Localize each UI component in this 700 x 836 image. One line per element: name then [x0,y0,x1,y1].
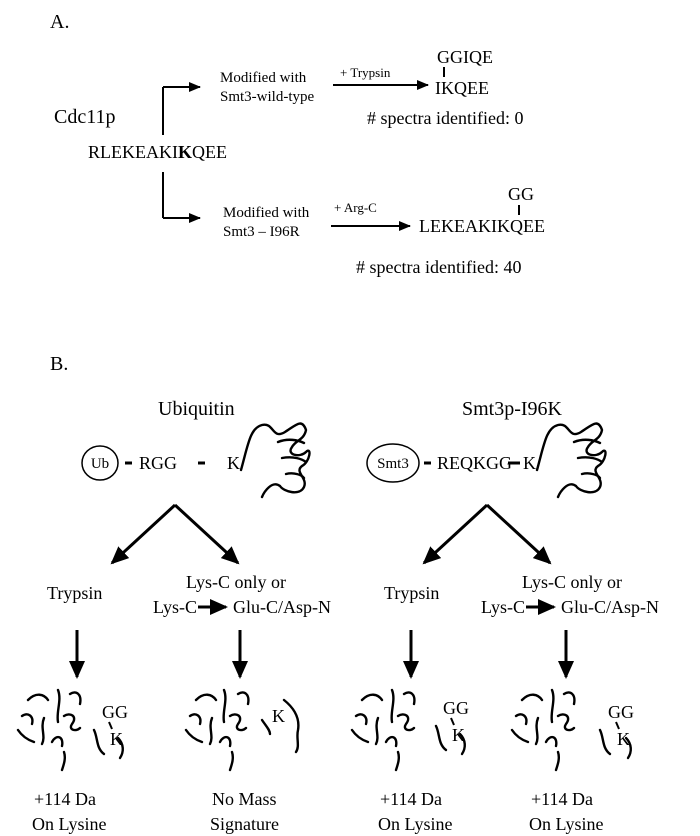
smt3-left-gg: GG [443,698,469,718]
panel-a: A. Cdc11p RLEKEAKIKQEE Modified with Smt… [50,11,545,277]
smt3-right-result-line1: +114 Da [531,789,593,809]
ubiquitin-split-right-arrow [173,503,240,565]
smt3-right-enzyme-line2b: Glu-C/Asp-N [561,597,659,617]
bottom-modification-line2: Smt3 – I96R [223,224,300,240]
top-modification-line2: Smt3-wild-type [220,89,315,105]
smt3-left-gg-bond [450,717,455,726]
smt3-left-result-line2: On Lysine [378,814,453,834]
smt3-substrate-protein [535,422,607,499]
smt3-linker: REQKGG [437,453,512,473]
top-modification-line1: Modified with [220,70,307,86]
bottom-spectra-count: # spectra identified: 40 [356,257,521,277]
smt3-tag-label: Smt3 [377,456,409,472]
ubiquitin-left-result-line2: On Lysine [32,814,107,834]
smt3-left-k: K [452,725,465,745]
smt3-split-left-arrow [422,503,489,565]
ubiquitin-linker: RGG [139,453,177,473]
bottom-modification-line1: Modified with [223,205,310,221]
ubiquitin-scheme: Ubiquitin Ub RGG K Trypsin Lys-C only or… [16,398,331,834]
protein-name: Cdc11p [54,106,115,128]
top-branch-peptide: GGIQE [437,47,493,67]
smt3-substrate-lysine: K [523,453,536,473]
panel-b-label: B. [50,353,68,375]
smt3-right-result-line2: On Lysine [529,814,604,834]
sequence-post: QEE [192,142,227,162]
sequence-pre: RLEKEAKI [88,142,178,162]
smt3-scheme: Smt3p-I96K Smt3 REQKGG K Trypsin Lys-C o… [350,398,659,834]
smt3-tag-circle [366,443,420,483]
bottom-peptide: LEKEAKIKQEE [419,216,545,236]
ubiquitin-right-enzyme-line2b: Glu-C/Asp-N [233,597,331,617]
ubiquitin-left-gg-bond [108,721,113,730]
smt3-right-enzyme-line2a: Lys-C [481,597,525,617]
ubiquitin-right-result-line2: Signature [210,814,279,834]
ubiquitin-left-digest-fragments [16,688,82,772]
ubiquitin-left-gg: GG [102,702,128,722]
sequence-target-lysine: K [178,142,192,162]
target-sequence: RLEKEAKIKQEE [88,142,227,162]
ubiquitin-right-k-fragment [260,718,272,736]
smt3-right-gg: GG [608,702,634,722]
top-peptide: IKQEE [435,78,489,98]
ubiquitin-left-result-line1: +114 Da [34,789,96,809]
ubiquitin-tag-circle [81,445,119,481]
top-enzyme: + Trypsin [340,65,391,80]
smt3-right-gg-bond [615,721,620,730]
smt3-left-result-line1: +114 Da [380,789,442,809]
ubiquitin-tag-label: Ub [91,456,109,472]
smt3-left-digest-fragments [350,688,416,772]
bottom-branch-peptide: GG [508,184,534,204]
ubiquitin-right-digest-fragments [184,688,300,772]
smt3-right-enzyme-line1: Lys-C only or [522,572,622,592]
smt3-right-k-fragment [598,728,632,760]
ubiquitin-right-enzyme-line1: Lys-C only or [186,572,286,592]
smt3-left-enzyme: Trypsin [384,583,439,603]
smt3-right-digest-fragments [510,688,576,772]
ubiquitin-right-enzyme-line2a: Lys-C [153,597,197,617]
top-spectra-count: # spectra identified: 0 [367,108,523,128]
ubiquitin-left-enzyme: Trypsin [47,583,102,603]
panel-a-label: A. [50,11,69,33]
ubiquitin-split-left-arrow [110,503,177,565]
ubiquitin-left-k-fragment [92,728,124,760]
smt3-right-k: K [617,729,630,749]
ubiquitin-right-k: K [272,706,285,726]
panel-b: B. Ubiquitin Ub RGG K Trypsin Lys-C only… [16,353,659,834]
ubiquitin-left-k: K [110,729,123,749]
ubiquitin-substrate-lysine: K [227,453,240,473]
smt3-title: Smt3p-I96K [462,398,563,420]
bottom-enzyme: + Arg-C [334,200,377,215]
smt3-split-right-arrow [485,503,552,565]
ubiquitin-title: Ubiquitin [158,398,235,420]
ubiquitin-substrate-protein [239,422,311,499]
smt3-left-k-fragment [434,724,466,756]
ubiquitin-right-result-line1: No Mass [212,789,277,809]
